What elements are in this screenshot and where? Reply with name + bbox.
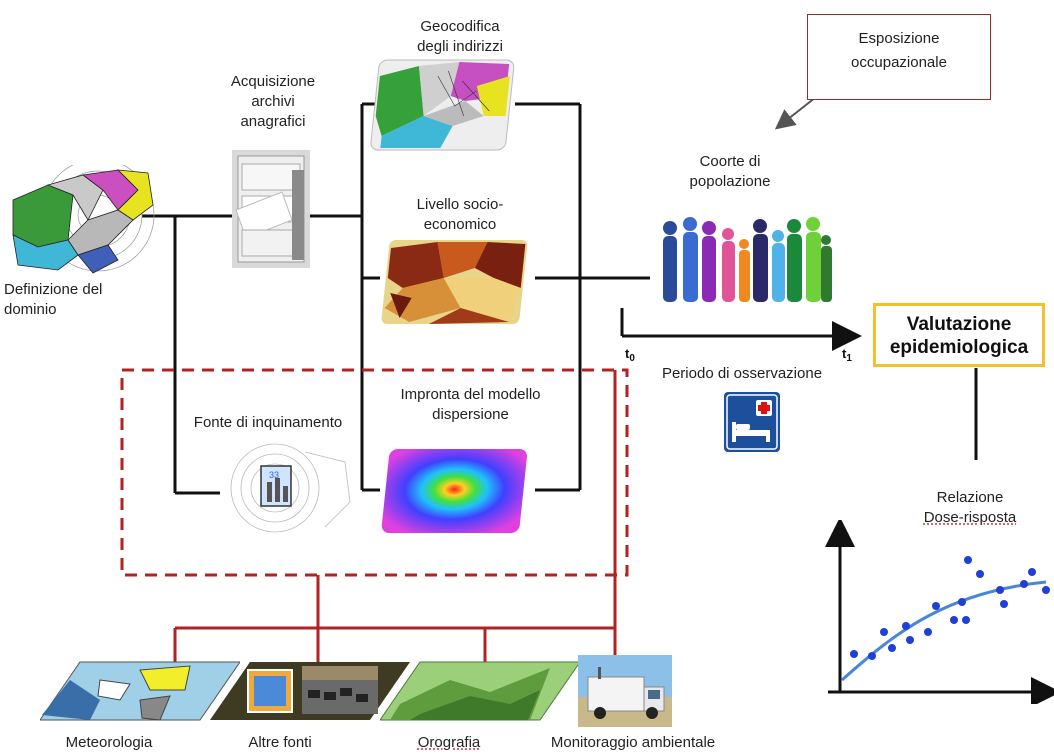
t1-label: t1 xyxy=(842,346,852,364)
scatter-point xyxy=(958,598,966,606)
valutazione-box: Valutazione epidemiologica xyxy=(873,303,1045,367)
scatter-point xyxy=(850,650,858,658)
dispersion-model-image xyxy=(381,449,527,533)
archive-cabinet-image xyxy=(232,150,310,268)
socioeconomic-map-image xyxy=(381,240,528,324)
scatter-point xyxy=(1028,568,1036,576)
monitoring-van-image xyxy=(578,655,672,727)
scatter-point xyxy=(996,586,1004,594)
livello-label: Livello socio- economico xyxy=(416,196,504,233)
orography-map-image xyxy=(380,661,580,721)
esposizione-box: Esposizione occupazionale xyxy=(807,14,991,100)
scatter-point xyxy=(924,628,932,636)
relazione-label: Relazione Dose-risposta xyxy=(923,489,1017,526)
meteorologia-label: Meteorologia xyxy=(65,734,153,751)
scatter-point xyxy=(950,616,958,624)
scatter-point xyxy=(1000,600,1008,608)
dose-response-scatter xyxy=(825,520,1054,704)
coorte-label: Coorte di popolazione xyxy=(689,153,771,190)
scatter-point xyxy=(962,616,970,624)
hospital-bed-sign-icon xyxy=(724,392,780,452)
fonte-label: Fonte di inquinamento xyxy=(193,414,343,431)
scatter-point xyxy=(868,652,876,660)
scatter-point xyxy=(932,602,940,610)
periodo-label: Periodo di osservazione xyxy=(661,365,823,382)
impronta-label: Impronta del modello dispersione xyxy=(400,386,541,423)
scatter-point xyxy=(964,556,972,564)
acquisizione-label: Acquisizione archivi anagrafici xyxy=(230,73,316,130)
scatter-point xyxy=(1020,580,1028,588)
t0-label: t0 xyxy=(625,346,635,364)
people-silhouettes-icon xyxy=(663,217,832,302)
meteorology-map-image xyxy=(40,661,240,721)
scatter-point xyxy=(902,622,910,630)
domain-map-image xyxy=(12,165,155,274)
altre-fonti-label: Altre fonti xyxy=(248,734,312,751)
other-sources-image xyxy=(210,662,410,720)
scatter-point xyxy=(888,644,896,652)
svg-text:33: 33 xyxy=(269,470,279,480)
orografia-label: Orografia xyxy=(417,734,481,751)
scatter-point xyxy=(1042,586,1050,594)
scatter-point xyxy=(880,628,888,636)
scatter-point xyxy=(976,570,984,578)
scatter-point xyxy=(906,636,914,644)
monitoraggio-label: Monitoraggio ambientale xyxy=(550,734,716,751)
definizione-label: Definizione del dominio xyxy=(4,281,103,318)
geocodifica-label: Geocodifica degli indirizzi xyxy=(417,18,503,55)
pollution-source-image: 33 xyxy=(230,443,351,533)
geocoding-map-image xyxy=(370,59,515,151)
